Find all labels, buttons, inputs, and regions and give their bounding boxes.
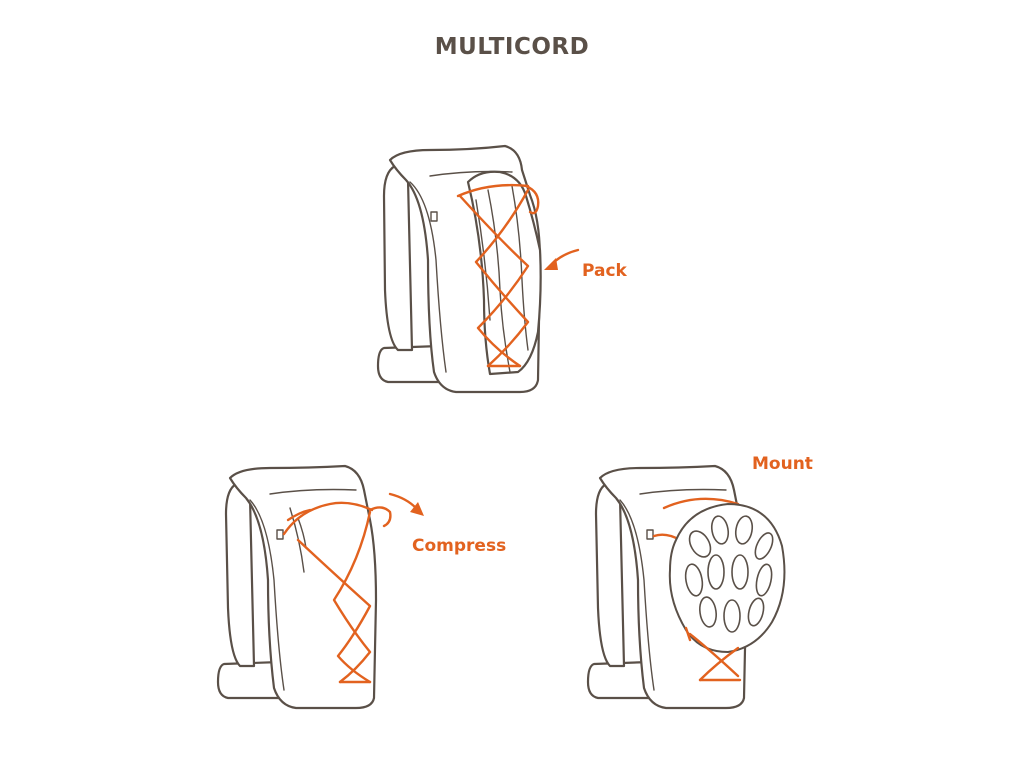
page-title: MULTICORD: [434, 34, 590, 60]
pack-label: Pack: [582, 261, 627, 281]
backpack-compressed-icon: [216, 464, 424, 710]
backpack-with-helmet-icon: [586, 464, 786, 710]
backpack-with-jacket-icon: [376, 144, 580, 394]
compress-label: Compress: [412, 536, 507, 556]
mount-label: Mount: [752, 454, 813, 474]
